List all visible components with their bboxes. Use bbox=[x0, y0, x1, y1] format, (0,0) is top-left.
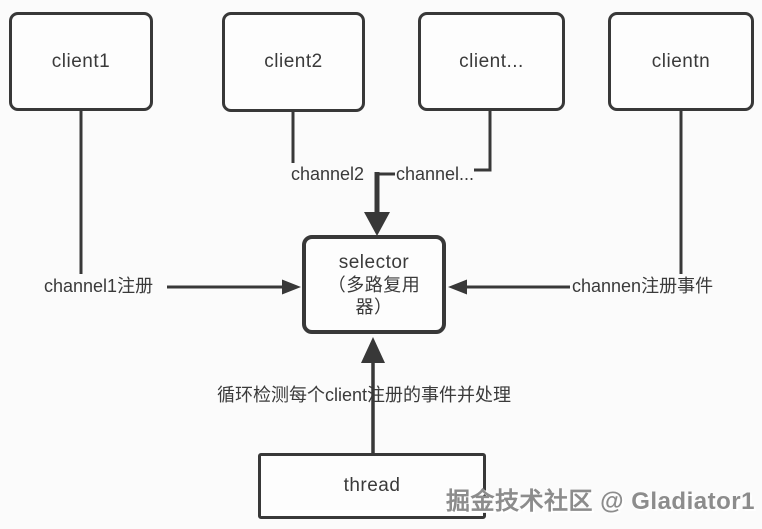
selector-label-cn-1: （多路复用 bbox=[327, 274, 421, 295]
arrowhead-left-icon bbox=[448, 279, 467, 295]
selector-label-cn-2: 器） bbox=[355, 296, 393, 317]
edge-label-channel-ellipsis: channel... bbox=[396, 164, 475, 184]
edge-label-channel2: channel2 bbox=[291, 164, 365, 184]
arrowhead-down-icon bbox=[364, 212, 390, 236]
edge-label-channel1: channel1注册 bbox=[44, 276, 154, 296]
node-clientn-label: clientn bbox=[651, 50, 711, 72]
node-client1-label: client1 bbox=[51, 50, 111, 72]
edge-label-channeln: channen注册事件 bbox=[572, 276, 714, 296]
node-client-ellipsis: client... bbox=[418, 12, 565, 111]
arrowhead-right-icon bbox=[282, 279, 301, 295]
arrowhead-up-icon bbox=[361, 337, 385, 363]
node-client1: client1 bbox=[9, 12, 153, 111]
node-client2-label: client2 bbox=[264, 51, 323, 72]
edge-client3-elbow bbox=[474, 111, 492, 172]
node-thread: thread bbox=[258, 453, 486, 519]
node-selector: selector （多路复用 器） bbox=[302, 235, 446, 334]
node-client-ellipsis-label: client... bbox=[459, 50, 524, 72]
node-clientn: clientn bbox=[608, 12, 754, 111]
node-client2: client2 bbox=[222, 12, 365, 112]
node-thread-label: thread bbox=[343, 475, 401, 496]
watermark-text: 掘金技术社区 @ Gladiator1 bbox=[446, 488, 755, 515]
selector-label-en: selector bbox=[338, 251, 410, 273]
edge-label-loop: 循环检测每个client注册的事件并处理 bbox=[217, 385, 512, 405]
